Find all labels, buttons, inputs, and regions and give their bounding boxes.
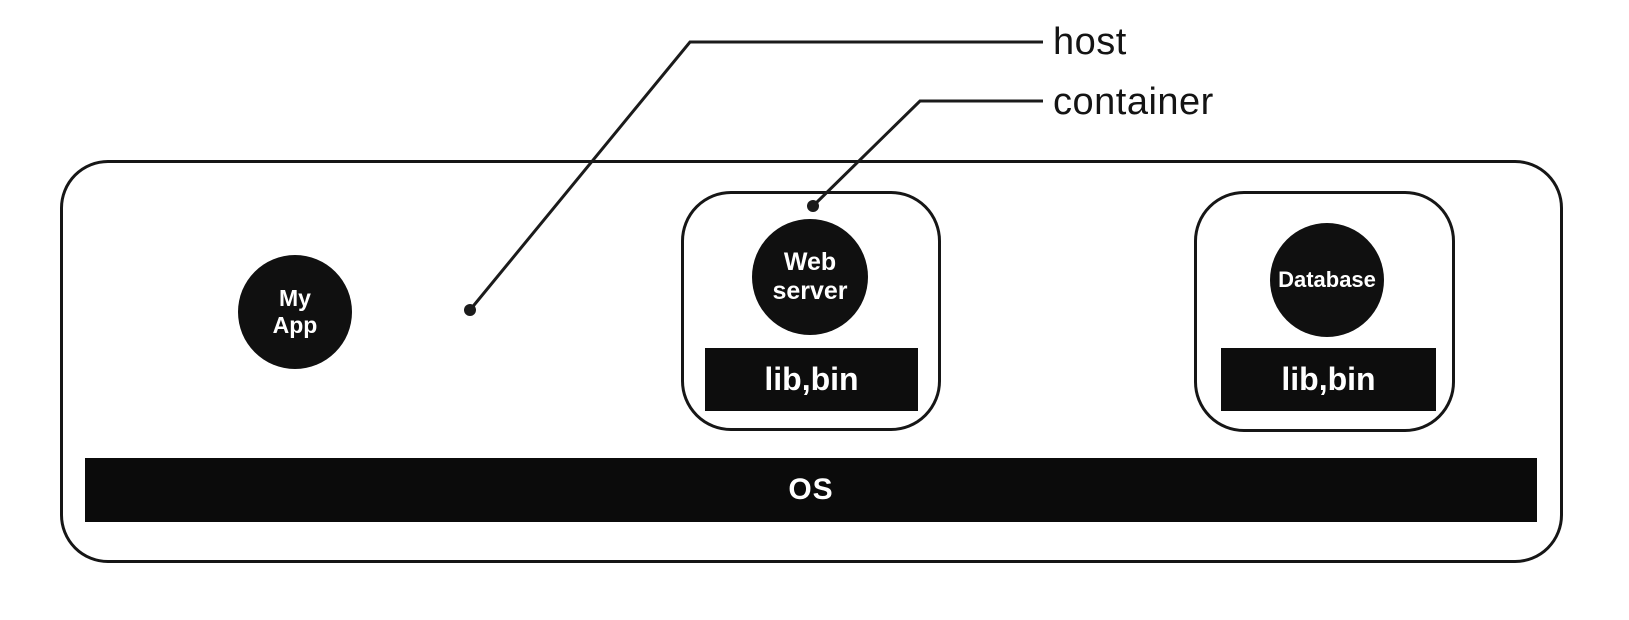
database-label: Database xyxy=(1278,267,1376,293)
database-circle: Database xyxy=(1270,223,1384,337)
my-app-circle: My App xyxy=(238,255,352,369)
web-server-label-line2: server xyxy=(772,277,848,305)
libbin-label-database: lib,bin xyxy=(1281,361,1376,397)
my-app-label-line1: My xyxy=(279,284,311,311)
os-label: OS xyxy=(788,473,834,506)
web-server-label-line1: Web xyxy=(783,247,837,276)
web-server-circle: Web server xyxy=(752,219,868,335)
container-label: container xyxy=(1053,81,1214,123)
libbin-bar-database: lib,bin xyxy=(1221,348,1436,411)
libbin-label-webserver: lib,bin xyxy=(764,361,859,397)
my-app-label-line2: App xyxy=(272,312,318,338)
os-bar: OS xyxy=(85,458,1537,522)
libbin-bar-webserver: lib,bin xyxy=(705,348,918,411)
host-label: host xyxy=(1053,21,1127,63)
